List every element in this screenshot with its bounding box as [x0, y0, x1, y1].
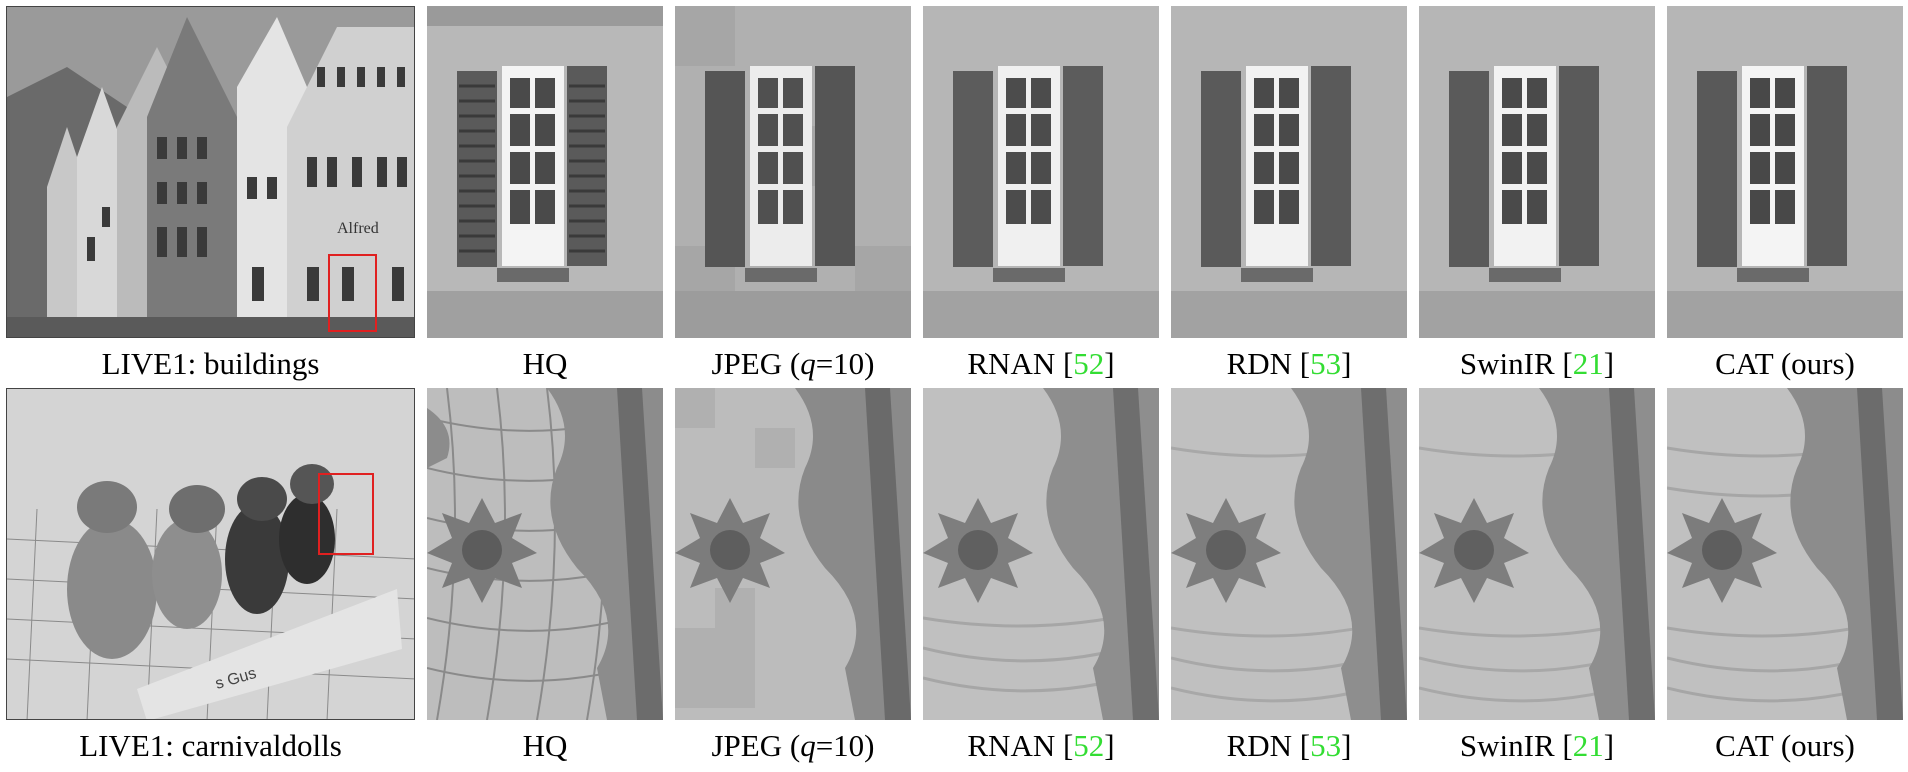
window-crop	[1171, 6, 1407, 338]
method-name: RDN [	[1226, 728, 1311, 763]
bracket: ]	[1341, 728, 1352, 763]
bracket: ]	[1603, 346, 1615, 381]
crop-image	[1419, 6, 1655, 338]
sun-crop	[1667, 388, 1903, 720]
method-name: SwinIR [	[1459, 728, 1573, 763]
crop-image	[923, 388, 1159, 720]
method-label: RNAN [52]	[923, 344, 1159, 384]
q-variable: q	[800, 728, 816, 763]
window-crop	[1667, 6, 1903, 338]
method-label: CAT (ours)	[1667, 344, 1903, 384]
crop-image	[1419, 388, 1655, 720]
overview-image-carnivaldolls: s Gus	[6, 388, 415, 720]
carnivaldolls-scene: s Gus	[7, 389, 414, 719]
crop-image	[427, 6, 663, 338]
citation-link[interactable]: 52	[1073, 346, 1105, 381]
citation-link[interactable]: 53	[1310, 728, 1342, 763]
overview-image-buildings: Alfred	[6, 6, 415, 338]
method-label: JPEG (q=10)	[675, 344, 911, 384]
sign-text: Alfred	[337, 220, 379, 237]
citation-link[interactable]: 53	[1310, 346, 1342, 381]
method-name: JPEG (	[711, 728, 801, 763]
bracket: ]	[1104, 346, 1115, 381]
method-name: RNAN [	[967, 728, 1074, 763]
crop-image	[675, 388, 911, 720]
buildings-scene: Alfred	[7, 7, 414, 337]
method-label: HQ	[427, 344, 663, 384]
overview-caption: LIVE1: buildings	[101, 346, 320, 381]
method-label: RDN [53]	[1171, 344, 1407, 384]
method-name: CAT (ours)	[1715, 728, 1855, 763]
sun-crop	[675, 388, 911, 720]
citation-link[interactable]: 21	[1572, 346, 1604, 381]
method-name: RNAN [	[967, 346, 1074, 381]
q-variable: q	[800, 346, 816, 381]
window-crop	[1419, 6, 1655, 338]
bracket: ]	[1341, 346, 1352, 381]
crop-image	[427, 388, 663, 720]
sun-crop	[923, 388, 1159, 720]
bracket: ]	[1603, 728, 1615, 763]
sun-crop	[427, 388, 663, 720]
row-buildings: Alfred LIVE1: buildings	[6, 6, 1903, 384]
method-name: RDN [	[1226, 346, 1311, 381]
crop-image	[1171, 388, 1407, 720]
overview-caption: LIVE1: carnivaldolls	[79, 728, 342, 763]
q-value: =10)	[815, 728, 875, 763]
crop-image	[1171, 6, 1407, 338]
citation-link[interactable]: 21	[1572, 728, 1604, 763]
crop-image	[923, 6, 1159, 338]
row-carnivaldolls: s Gus LIVE1: carnivaldolls HQ	[0, 386, 1908, 772]
method-name: JPEG (	[711, 346, 801, 381]
crop-image	[1667, 388, 1903, 720]
method-label: RNAN [52]	[923, 726, 1159, 766]
citation-link[interactable]: 52	[1073, 728, 1105, 763]
method-name: CAT (ours)	[1715, 346, 1855, 381]
method-name: HQ	[522, 728, 568, 763]
method-label: SwinIR [21]	[1419, 726, 1655, 766]
sun-crop	[1419, 388, 1655, 720]
method-label: CAT (ours)	[1667, 726, 1903, 766]
method-name: HQ	[522, 346, 568, 381]
window-crop	[923, 6, 1159, 338]
window-crop	[427, 6, 663, 338]
method-label: SwinIR [21]	[1419, 344, 1655, 384]
method-label: JPEG (q=10)	[675, 726, 911, 766]
sun-crop	[1171, 388, 1407, 720]
zoom-box	[318, 473, 374, 555]
method-label: HQ	[427, 726, 663, 766]
crop-image	[675, 6, 911, 338]
crop-image	[1667, 6, 1903, 338]
method-name: SwinIR [	[1459, 346, 1573, 381]
bracket: ]	[1104, 728, 1115, 763]
window-crop	[675, 6, 911, 338]
zoom-box	[328, 254, 377, 332]
method-label: RDN [53]	[1171, 726, 1407, 766]
q-value: =10)	[815, 346, 875, 381]
